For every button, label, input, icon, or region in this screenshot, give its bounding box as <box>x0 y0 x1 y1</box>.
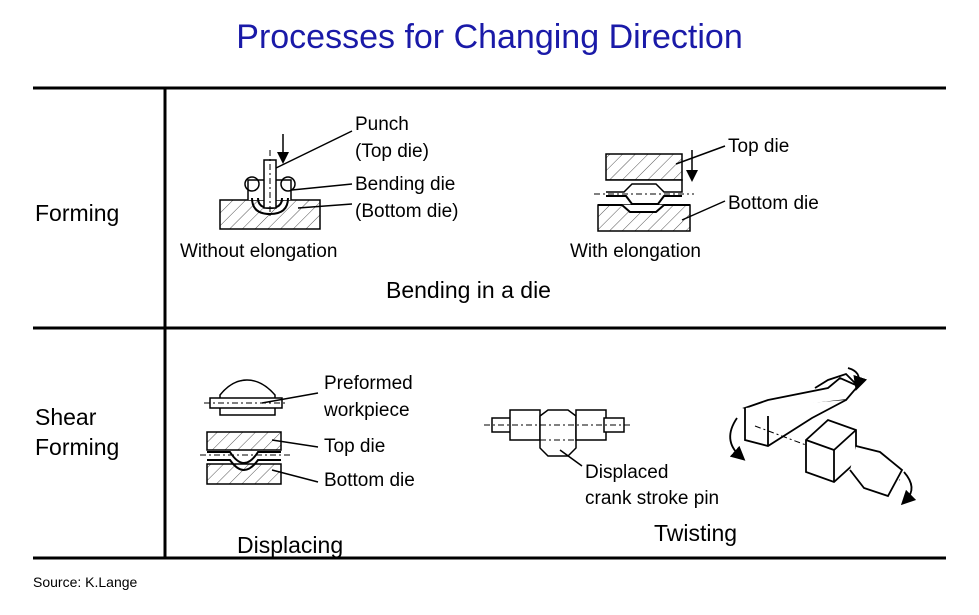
displacing-figure <box>200 379 319 485</box>
source-note: Source: K.Lange <box>33 574 138 590</box>
label-top-die-displacing: Top die <box>324 436 386 457</box>
label-punch-top-die: (Top die) <box>355 141 429 162</box>
page-title: Processes for Changing Direction <box>236 18 743 56</box>
table-grid <box>33 86 946 560</box>
label-bending-die-bottom: (Bottom die) <box>355 201 459 222</box>
bending-with-elongation-figure <box>594 145 726 232</box>
caption-twisting: Twisting <box>654 520 738 546</box>
row-label-forming: Forming <box>35 200 120 226</box>
caption-bending-in-a-die: Bending in a die <box>386 277 551 303</box>
label-punch: Punch <box>355 114 409 135</box>
caption-without-elongation: Without elongation <box>180 241 338 262</box>
crank-stroke-pin-figure <box>484 409 632 467</box>
label-crank-stroke-pin: crank stroke pin <box>585 488 720 509</box>
bending-without-elongation-figure <box>219 130 353 230</box>
label-workpiece: workpiece <box>324 400 410 421</box>
label-preformed: Preformed <box>324 373 413 394</box>
label-displaced: Displaced <box>585 462 669 483</box>
label-bending-die: Bending die <box>355 174 456 195</box>
caption-with-elongation: With elongation <box>570 241 701 262</box>
label-bottom-die-elongation: Bottom die <box>728 193 819 214</box>
caption-displacing: Displacing <box>237 532 344 558</box>
row-label-forming-2: Forming <box>35 434 120 460</box>
label-top-die-elongation: Top die <box>728 136 790 157</box>
row-label-shear: Shear <box>35 404 97 430</box>
twisting-figure <box>729 367 917 506</box>
label-bottom-die-displacing: Bottom die <box>324 470 415 491</box>
